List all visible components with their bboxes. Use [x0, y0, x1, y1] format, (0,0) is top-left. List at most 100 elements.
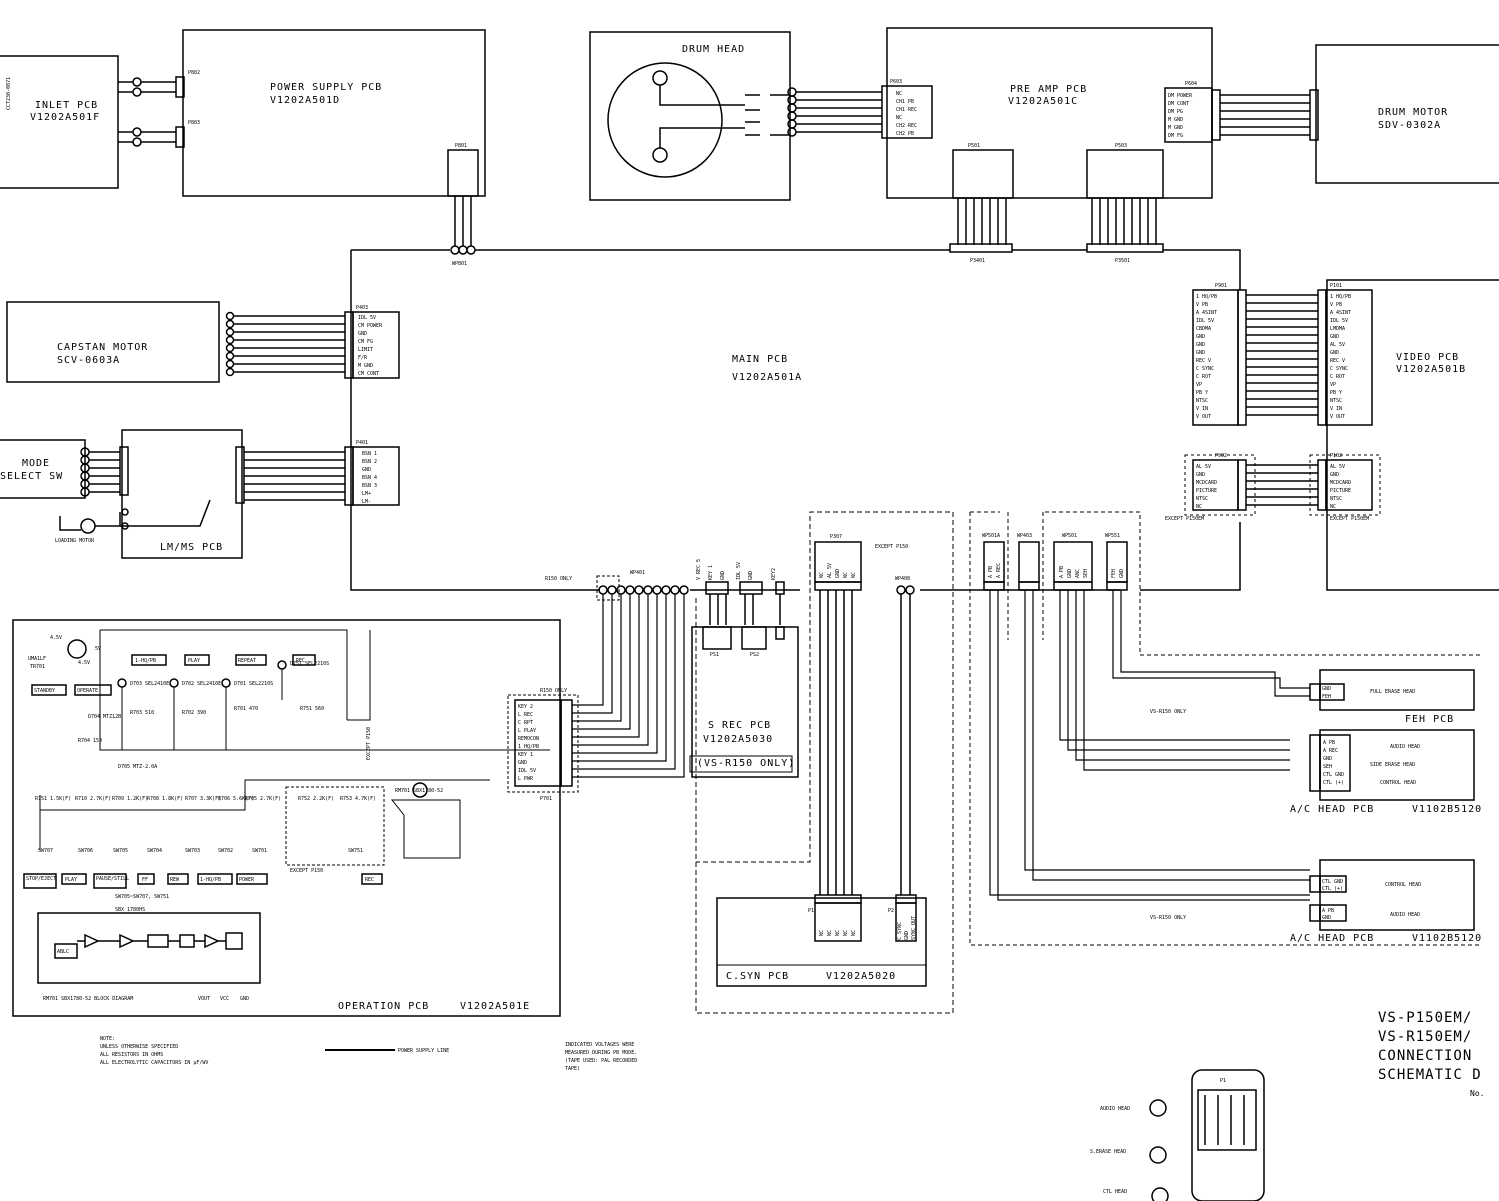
- p101-pin: LMDMA: [1330, 326, 1345, 332]
- p603-pin: CH2 PB: [896, 131, 914, 137]
- p901-pin: NTSC: [1196, 398, 1208, 404]
- title-line1: VS-P150EM/: [1378, 1010, 1472, 1026]
- p401-pin: LM+: [362, 491, 371, 497]
- inset-ctl-label: CTL HEAD: [1103, 1189, 1127, 1195]
- p902-pins: AL 5V GND MCDCARD PICTURE NTSC NC: [1196, 464, 1217, 510]
- gnd-label: GND: [240, 996, 249, 1002]
- p101-pin: AL 5V: [1330, 342, 1345, 348]
- p101-pin: GND: [1330, 334, 1339, 340]
- p101-pin: PB Y: [1330, 390, 1342, 396]
- r150-only-label-2: R150 ONLY: [540, 688, 567, 694]
- csyn-p1-pin: NC: [827, 930, 833, 936]
- p307-pins: NC AL 5V GND NC NC: [819, 563, 857, 578]
- title-line4: SCHEMATIC D: [1378, 1067, 1482, 1083]
- wp401-terminals: [598, 585, 689, 595]
- p101-pin: VP: [1330, 382, 1336, 388]
- mode-select-line2: SELECT SW: [0, 471, 63, 482]
- title-line2: VS-R150EM/: [1378, 1029, 1472, 1045]
- hqpb-button-2: 1-HQ/PB: [200, 877, 221, 883]
- mode-select-line1: MODE: [22, 458, 50, 469]
- csyn-p1-label: P1: [808, 908, 814, 914]
- ac1-pin: A REC: [1323, 748, 1338, 754]
- p102-pin: AL 5V: [1330, 464, 1345, 470]
- standby-button: STANDBY: [34, 688, 55, 694]
- feh-title: FEH PCB: [1405, 714, 1454, 725]
- ac1-pin: GND: [1323, 756, 1332, 762]
- inlet-part: V1202A501F: [30, 112, 100, 123]
- led-label: D702 SEL2410E: [182, 681, 221, 687]
- key-labels: V REC 5 KEY 1 GND IDL 5V GND KEY2: [696, 559, 777, 580]
- note-line: UNLESS OTHERWISE SPECIFIED: [100, 1044, 178, 1050]
- voltage-note: (TAPE USED: PAL RECORDED: [565, 1058, 637, 1064]
- csyn-part: V1202A5020: [826, 971, 896, 982]
- p901-pin: 1 HQ/PB: [1196, 294, 1217, 300]
- except-p150em-2: EXCEPT P150EM: [1330, 516, 1369, 522]
- wp501a-label: WP501A: [982, 533, 1000, 539]
- key-label: KEY 1: [708, 565, 714, 580]
- p603-label: P603: [890, 79, 902, 85]
- p501-label: P501: [968, 143, 980, 149]
- p401-pin: BSN 4: [362, 475, 377, 481]
- rew-button: REW: [170, 877, 180, 883]
- p403-pin: LIMIT: [358, 347, 373, 353]
- p603-pin: CH1 PB: [896, 99, 914, 105]
- p701-pin: 1 HQ/PB: [518, 744, 539, 750]
- p604-label: P604: [1185, 81, 1197, 87]
- voltage-note: INDICATED VOLTAGES WERE: [565, 1042, 634, 1048]
- key-label: KEY2: [771, 568, 777, 580]
- p902-pin: NC: [1196, 504, 1202, 510]
- p902-pin: PICTURE: [1196, 488, 1217, 494]
- ladder-res: R706 5.6K(F): [218, 796, 254, 802]
- feh-p1-pin: FEH: [1322, 694, 1331, 700]
- key-label: GND: [720, 571, 726, 580]
- res-label: R751 560: [300, 706, 324, 712]
- switch-labels: SW707 SW706 SW705 SW704 SW703 SW702 SW70…: [38, 848, 363, 854]
- wp551-label: WP551: [1105, 533, 1120, 539]
- switch-label: SW701: [252, 848, 267, 854]
- switch-label: SW703: [185, 848, 200, 854]
- rec-button: REC: [296, 658, 305, 664]
- inlet-cct: CCT230-0071: [6, 77, 12, 110]
- ladder-res: R705 2.7K(F): [245, 796, 281, 802]
- r704-label: R704 150: [78, 738, 102, 744]
- res-label: R701 470: [234, 706, 258, 712]
- p701-pin: KEY 1: [518, 752, 533, 758]
- p101-pin: NTSC: [1330, 398, 1342, 404]
- wp501a-pin: A PB: [988, 566, 994, 578]
- p604-pin: DM POWER: [1168, 93, 1193, 99]
- operate-button: OPERATE: [77, 688, 98, 694]
- p307-label: P307: [830, 534, 842, 540]
- p401-pins: BSN 1 BSN 2 GND BSN 4 BSN 3 LM+ LM-: [362, 451, 377, 505]
- p901-pin: V PB: [1196, 302, 1208, 308]
- wp401-label: WP401: [630, 570, 645, 576]
- p901-pin: C ROT: [1196, 374, 1211, 380]
- p101-pin: IDL 5V: [1330, 318, 1348, 324]
- ac1-pin: CTL GND: [1323, 772, 1344, 778]
- video-title: VIDEO PCB: [1396, 352, 1459, 363]
- operation-pcb-block: 4.5V 5V 4.5V UMA1LF TR701 STANDBY OPERAT…: [12, 619, 579, 1017]
- p901-label: P901: [1215, 283, 1227, 289]
- ac2-pin: CTL GND: [1322, 879, 1343, 885]
- drum-motor-title: DRUM MOTOR: [1378, 107, 1448, 118]
- led-label: D703 SEL2410E: [130, 681, 169, 687]
- pause-still-button: PAUSE/STILL: [96, 876, 129, 882]
- ladder-labels: R751 1.5K(F) R710 2.7K(F) R709 1.2K(F) R…: [35, 796, 376, 802]
- video-part: V1202A501B: [1396, 364, 1466, 375]
- p701-pin: C RPT: [518, 720, 533, 726]
- p3501-label: P3501: [1115, 258, 1130, 264]
- switch-label: SW702: [218, 848, 233, 854]
- wp403-label: WP403: [1017, 533, 1032, 539]
- p102-label: P102: [1330, 453, 1342, 459]
- csyn-p1-pin: NC: [843, 930, 849, 936]
- p307-pin: NC: [819, 572, 825, 578]
- csyn-p1-pin: NC: [819, 930, 825, 936]
- csyn-p1-pins: NC NC NC NC NC: [819, 930, 857, 936]
- wp408-label: WP408: [895, 576, 910, 582]
- p901-pin: PB Y: [1196, 390, 1208, 396]
- p901-pin: REC V: [1196, 358, 1211, 364]
- csyn-p2-pins: C SYNC GND SYNC OUT: [897, 916, 917, 940]
- wp501-label: WP501: [1062, 533, 1077, 539]
- power-line-legend: POWER SUPPLY LINE: [398, 1048, 449, 1054]
- vs-r150-only-1: VS-R150 ONLY: [1150, 709, 1186, 715]
- ps1-label: PS1: [710, 652, 719, 658]
